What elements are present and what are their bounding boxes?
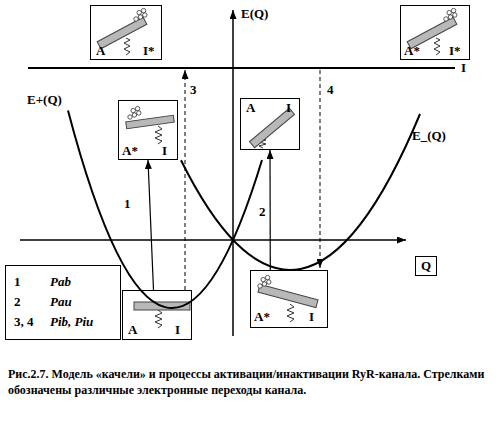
energy-curve: [181, 114, 420, 270]
state-box: A* I: [118, 100, 178, 160]
transition-arrow: [269, 150, 270, 270]
transition-arrow: [148, 160, 154, 290]
state-letter: A: [96, 43, 105, 59]
lever-bar: [126, 115, 175, 129]
legend-entry: Pab: [50, 274, 71, 290]
state-letter: A: [246, 100, 255, 116]
state-letter: I*: [143, 43, 155, 59]
figure-caption: Рис.2.7. Модель «качели» и процессы акти…: [8, 366, 486, 398]
state-letter: I: [175, 322, 180, 338]
spring-symbol: [155, 126, 162, 144]
box-fill: [250, 270, 328, 328]
ion-cluster: [258, 275, 271, 288]
state-box: AI: [240, 98, 300, 150]
state-letter: A: [128, 322, 137, 338]
curve-label: E_(Q): [412, 128, 446, 144]
transition-arrow: [320, 70, 321, 268]
state-letter: I: [286, 100, 291, 116]
spring-symbol: [124, 38, 130, 55]
legend-entry: 1: [14, 274, 21, 290]
state-box: A* I: [250, 270, 328, 328]
transition-arrow: [185, 70, 186, 290]
state-box: AI: [122, 290, 192, 340]
transition-number: 3: [190, 82, 197, 98]
box-fill: [90, 5, 162, 60]
channel-picture: [126, 106, 175, 144]
legend-entry: Pau: [50, 294, 72, 310]
legend-box: 1 Pab 2 Pau 3, 4 Pib, Piu: [5, 265, 121, 340]
axis-label: E(Q): [241, 6, 268, 22]
energy-curve: [68, 110, 262, 308]
level-line: [28, 67, 455, 69]
state-letter: I*: [449, 43, 461, 59]
spring-symbol: [155, 310, 162, 328]
legend-entry: Pib, Piu: [50, 314, 93, 330]
box-fill: [122, 290, 192, 340]
energy-axis: [232, 10, 234, 336]
curve-label: E+(Q): [27, 92, 62, 108]
state-letter: I: [309, 309, 314, 325]
level-label: I: [461, 60, 466, 76]
spring-symbol: [287, 304, 294, 322]
legend-entry: 3, 4: [14, 314, 34, 330]
ion-cluster: [444, 8, 457, 21]
ion-cluster: [134, 8, 147, 21]
axis-label-box: Q: [415, 256, 437, 276]
axis-name: Q: [421, 258, 431, 274]
transition-number: 2: [259, 204, 266, 220]
state-letter: A*: [404, 43, 420, 59]
state-letter: A*: [122, 143, 138, 159]
box-fill: [240, 98, 300, 150]
transition-number: 1: [124, 196, 131, 212]
spring-symbol: [434, 38, 440, 55]
state-box: A I*: [90, 5, 162, 60]
box-fill: [118, 100, 178, 160]
state-letter: I: [162, 143, 167, 159]
legend-entry: 2: [14, 294, 21, 310]
state-box: A* I*: [400, 5, 470, 60]
transition-number: 4: [327, 82, 334, 98]
state-letter: A*: [254, 309, 270, 325]
ion-cluster: [128, 106, 141, 119]
lever-bar: [258, 284, 318, 307]
box-fill: [400, 5, 470, 60]
